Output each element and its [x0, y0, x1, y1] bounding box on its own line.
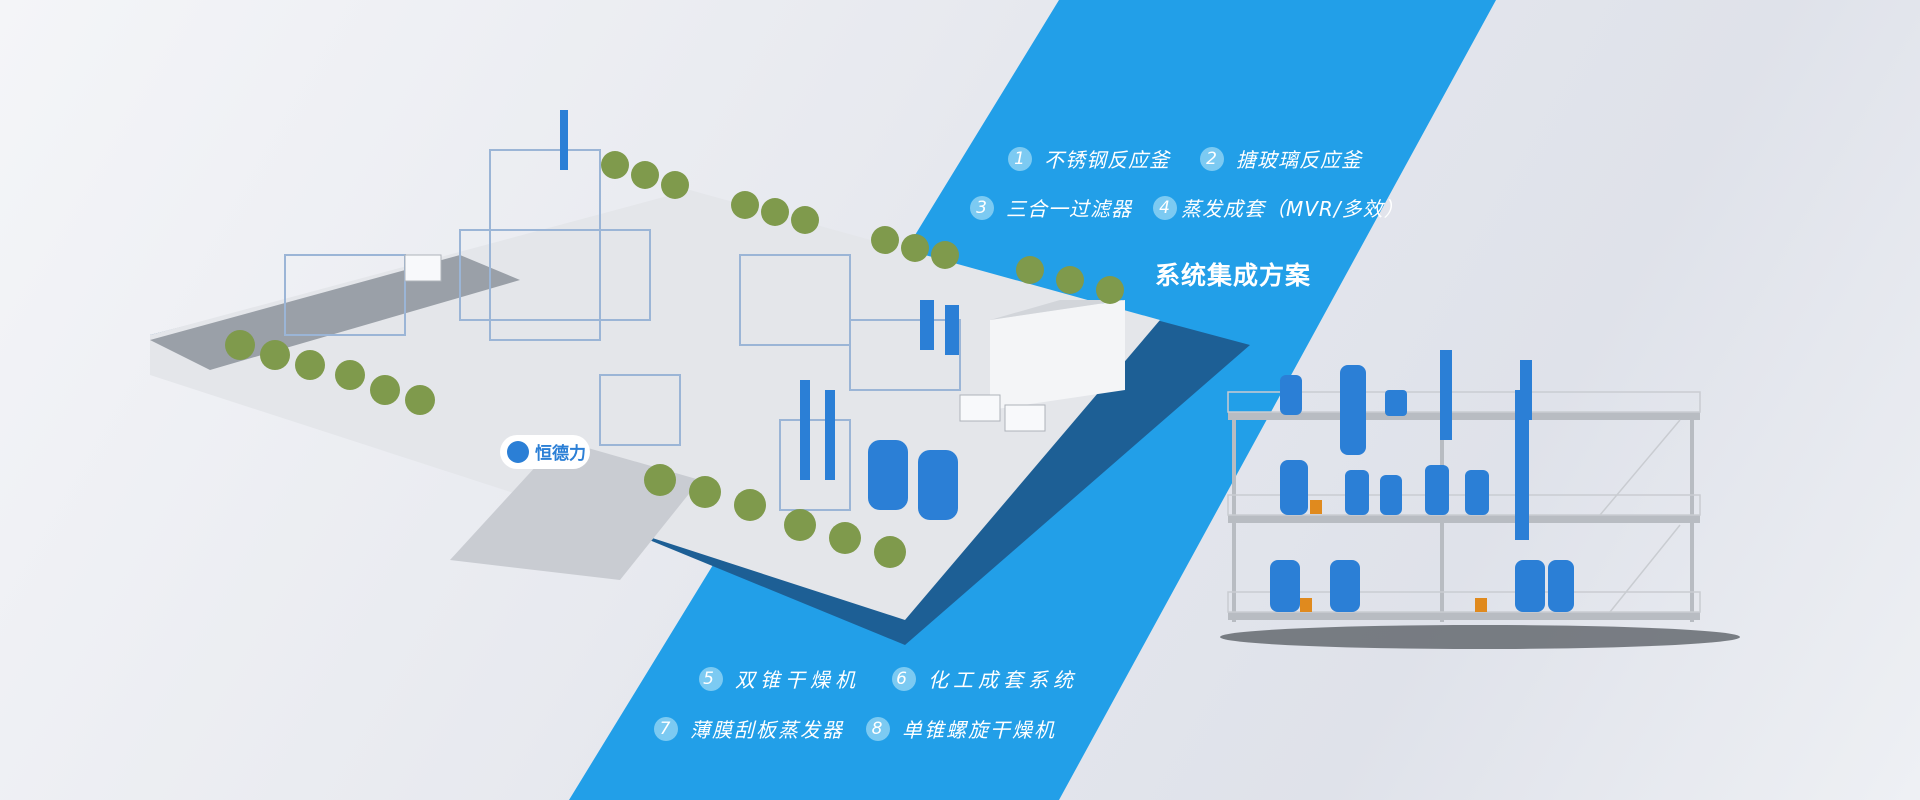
- feature-item-8: 8 单锥螺旋干燥机: [866, 714, 1056, 743]
- feature-item-6: 6 化工成套系统: [892, 664, 1078, 693]
- brand-logo: 恒德力: [535, 443, 586, 464]
- number-badge: 5: [699, 666, 723, 691]
- feature-label: 搪玻璃反应釜: [1236, 148, 1362, 172]
- feature-item-1: 1 不锈钢反应釜: [1008, 144, 1170, 173]
- feature-label: 单锥螺旋干燥机: [902, 718, 1056, 742]
- number-badge: 1: [1008, 146, 1032, 171]
- number-badge: 8: [866, 716, 890, 741]
- feature-item-3: 3 三合一过滤器: [970, 193, 1132, 222]
- feature-item-7: 7 薄膜刮板蒸发器: [654, 714, 844, 743]
- plant-isometric-illustration: 恒德力: [150, 110, 1250, 645]
- feature-label: 不锈钢反应釜: [1044, 148, 1170, 172]
- number-badge: 3: [970, 195, 994, 220]
- number-badge: 6: [892, 666, 916, 691]
- number-badge: 2: [1200, 146, 1224, 171]
- feature-item-5: 5 双锥干燥机: [699, 664, 860, 693]
- feature-label: 蒸发成套（MVR/多效）: [1181, 197, 1405, 221]
- number-badge: 7: [654, 716, 678, 741]
- feature-item-2: 2 搪玻璃反应釜: [1200, 144, 1362, 173]
- steel-structure-illustration: [1220, 350, 1740, 649]
- feature-label: 三合一过滤器: [1006, 197, 1132, 221]
- section-title: 系统集成方案: [1155, 261, 1312, 290]
- feature-label: 化工成套系统: [928, 668, 1078, 692]
- feature-label: 薄膜刮板蒸发器: [690, 718, 844, 742]
- number-badge: 4: [1153, 195, 1177, 220]
- feature-label: 双锥干燥机: [735, 668, 860, 692]
